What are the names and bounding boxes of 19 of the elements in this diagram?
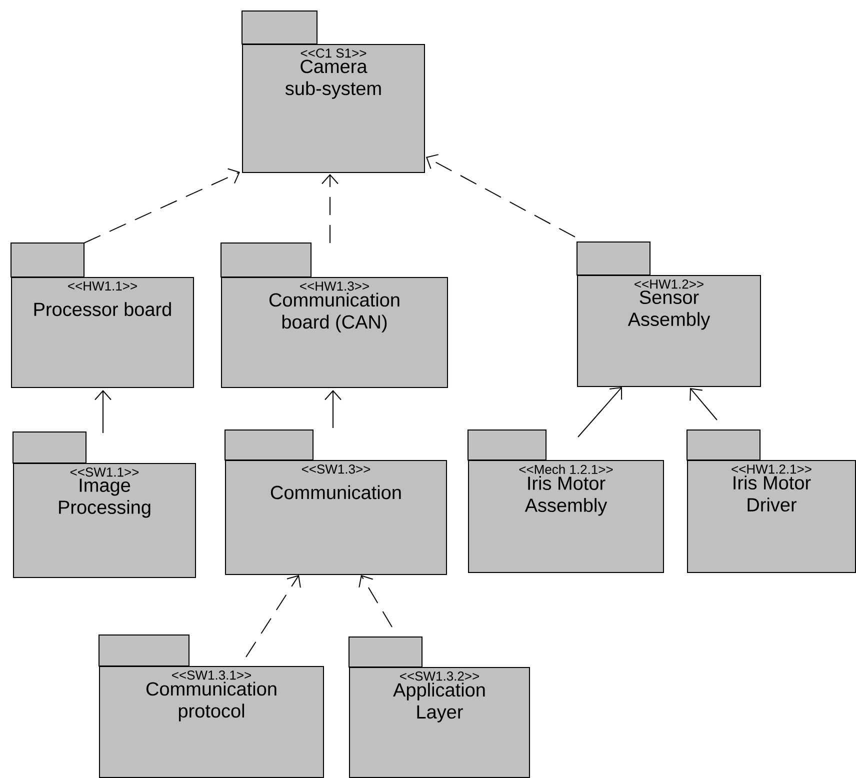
dependency-arrow xyxy=(690,388,718,420)
dependency-arrow xyxy=(94,390,112,434)
package-box: <<C1 S1>> Camera sub-system xyxy=(242,10,425,173)
package-box: <<Mech 1.2.1>> Iris Motor Assembly xyxy=(468,430,664,573)
package-box: <<HW1.3>> Communication board (CAN) xyxy=(220,242,448,388)
package-box: <<HW1.2>> Sensor Assembly xyxy=(576,242,761,387)
dependency-arrow xyxy=(324,390,342,428)
package-box: <<SW1.3.2>> Application Layer xyxy=(348,636,530,778)
dependency-arrow xyxy=(358,575,392,628)
dependency-arrow xyxy=(426,154,576,238)
dependency-arrow xyxy=(322,174,338,244)
package-box: <<SW1.3>> Communication xyxy=(224,430,447,575)
package-box: <<HW1.1>> Processor board xyxy=(10,242,194,388)
package-box: <<SW1.3.1>> Communication protocol xyxy=(98,634,324,778)
package-box: <<SW1.1>> Image Processing xyxy=(12,432,196,578)
dependency-arrow xyxy=(84,168,240,244)
dependency-arrow xyxy=(246,575,301,658)
dependency-arrow xyxy=(578,387,622,438)
package-box: <<HW1.2.1>> Iris Motor Driver xyxy=(686,430,856,573)
